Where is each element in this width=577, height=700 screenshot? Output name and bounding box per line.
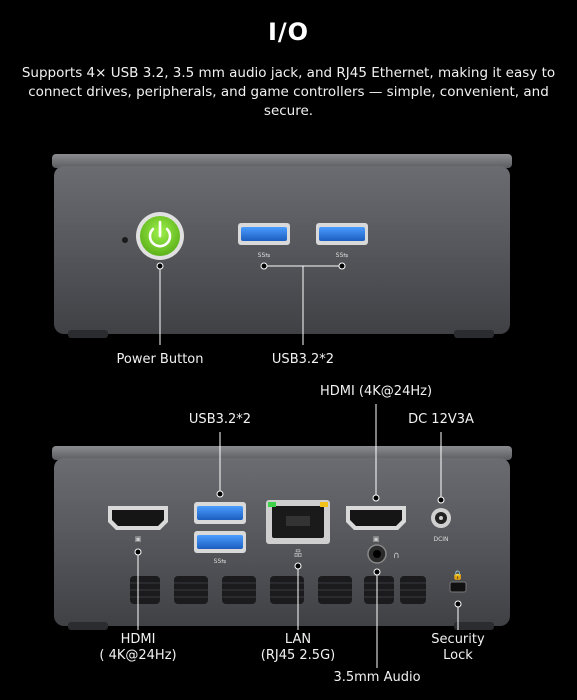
- lan-label: LAN (RJ45 2.5G): [238, 632, 358, 664]
- front-foot-left: [68, 330, 108, 338]
- audio-label: 3.5mm Audio: [333, 670, 421, 685]
- security-label-line1: Security: [431, 632, 485, 647]
- front-foot-right: [454, 330, 494, 338]
- hdmi-right-label: HDMI (4K@24Hz): [319, 384, 433, 399]
- rear-foot-right: [454, 622, 494, 630]
- page-description: Supports 4× USB 3.2, 3.5 mm audio jack, …: [21, 65, 556, 119]
- power-icon: [148, 227, 172, 248]
- front-leader-lines: [156, 262, 346, 345]
- page-title: I/O: [267, 18, 310, 46]
- usb-logo-icon: SS⇆: [214, 558, 227, 565]
- front-case-body: [54, 166, 510, 334]
- lan-label-line2: (RJ45 2.5G): [260, 648, 336, 663]
- dc-port-text: DCIN: [433, 536, 448, 543]
- usb-logo-icon: SS⇆: [258, 252, 271, 259]
- rear-unit: ▣ SS⇆ 品 ▣ ∩ DCIN: [52, 446, 512, 630]
- dc-label: DC 12V3A: [408, 412, 474, 427]
- lan-led-green: [268, 502, 276, 507]
- network-icon: 品: [294, 549, 302, 558]
- rear-case-top: [52, 446, 512, 460]
- security-lock-slot[interactable]: [449, 581, 467, 593]
- usb-logo-icon: SS⇆: [336, 252, 349, 259]
- rear-leader-lines: [134, 404, 462, 668]
- front-unit: SS⇆ SS⇆: [52, 154, 512, 338]
- front-usb-label: USB3.2*2: [271, 352, 335, 367]
- security-lock-label: Security Lock: [410, 632, 506, 664]
- lan-label-line1: LAN: [284, 632, 312, 647]
- lock-icon: 🔒: [452, 570, 463, 581]
- hdmi-left-label-line1: HDMI: [120, 632, 156, 647]
- hdmi-left-label: HDMI ( 4K@24Hz): [78, 632, 198, 664]
- front-case-top: [52, 154, 512, 168]
- headphone-icon: ∩: [393, 551, 400, 561]
- security-label-line2: Lock: [443, 648, 473, 663]
- hdmi-logo-icon: ▣: [373, 535, 380, 543]
- lan-led-amber: [320, 502, 328, 507]
- power-button-label: Power Button: [116, 352, 204, 367]
- rear-usb-label: USB3.2*2: [188, 412, 252, 427]
- rear-foot-left: [68, 622, 108, 630]
- hdmi-left-label-line2: ( 4K@24Hz): [99, 648, 177, 663]
- hdmi-logo-icon: ▣: [135, 535, 142, 543]
- status-led: [122, 237, 128, 243]
